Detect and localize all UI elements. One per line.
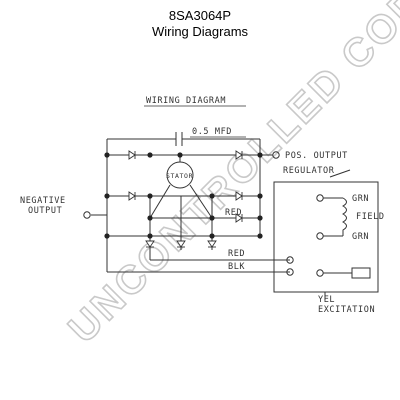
diagram-title: WIRING DIAGRAM bbox=[146, 96, 226, 106]
grn-terminal-top bbox=[316, 194, 324, 202]
diode-exciter-2 bbox=[176, 240, 186, 248]
junction-dot bbox=[257, 233, 263, 239]
stator-lead-right bbox=[189, 184, 213, 219]
junction-dot bbox=[257, 152, 263, 158]
excitation-label: EXCITATION bbox=[318, 305, 375, 315]
diode-middle-right bbox=[235, 191, 243, 201]
junction-dot bbox=[177, 152, 183, 158]
diode-top-right bbox=[235, 150, 243, 160]
pos-output-label: POS. OUTPUT bbox=[285, 151, 348, 161]
junction-dot bbox=[104, 233, 110, 239]
junction-dot bbox=[147, 215, 153, 221]
red-label: RED bbox=[228, 249, 245, 259]
junction-dot bbox=[257, 193, 263, 199]
stator-label: STATOR bbox=[166, 172, 193, 180]
capacitor-label: 0.5 MFD bbox=[192, 127, 232, 137]
junction-dot bbox=[209, 215, 215, 221]
blk-terminal bbox=[286, 268, 294, 276]
field-label: FIELD bbox=[356, 212, 385, 222]
yel-terminal bbox=[316, 269, 324, 277]
part-number-title: 8SA3064P bbox=[168, 8, 232, 23]
diode-top-left bbox=[128, 150, 136, 160]
blk-label: BLK bbox=[228, 262, 245, 272]
grn-bottom-label: GRN bbox=[352, 232, 369, 242]
output-label: OUTPUT bbox=[28, 206, 62, 216]
regulator-box bbox=[273, 181, 379, 293]
pos-terminal bbox=[272, 151, 280, 159]
regulator-label: REGULATOR bbox=[283, 166, 335, 176]
diode-lower-right bbox=[235, 213, 243, 223]
diode-exciter-1 bbox=[145, 240, 155, 248]
diode-exciter-3 bbox=[207, 240, 217, 248]
field-coil bbox=[341, 197, 347, 236]
red-inner-label: RED bbox=[225, 208, 242, 218]
diode-middle-left bbox=[128, 191, 136, 201]
grn-terminal-bottom bbox=[316, 232, 324, 240]
page-subtitle: Wiring Diagrams bbox=[151, 24, 249, 39]
junction-dot bbox=[209, 193, 215, 199]
junction-dot bbox=[104, 193, 110, 199]
red-terminal bbox=[286, 256, 294, 264]
stator-lead-left bbox=[149, 184, 171, 219]
junction-dot bbox=[257, 215, 263, 221]
regulator-pointer bbox=[329, 169, 351, 178]
junction-dot bbox=[104, 152, 110, 158]
yel-label: YEL bbox=[318, 295, 335, 305]
excitation-resistor bbox=[351, 267, 371, 279]
junction-dot bbox=[147, 233, 153, 239]
junction-dot bbox=[147, 152, 153, 158]
watermark: UNCONTROLLED COPY bbox=[60, 0, 400, 351]
negative-label: NEGATIVE bbox=[20, 196, 66, 206]
grn-top-label: GRN bbox=[352, 194, 369, 204]
negative-terminal bbox=[83, 211, 91, 219]
junction-dot bbox=[209, 233, 215, 239]
junction-dot bbox=[147, 193, 153, 199]
